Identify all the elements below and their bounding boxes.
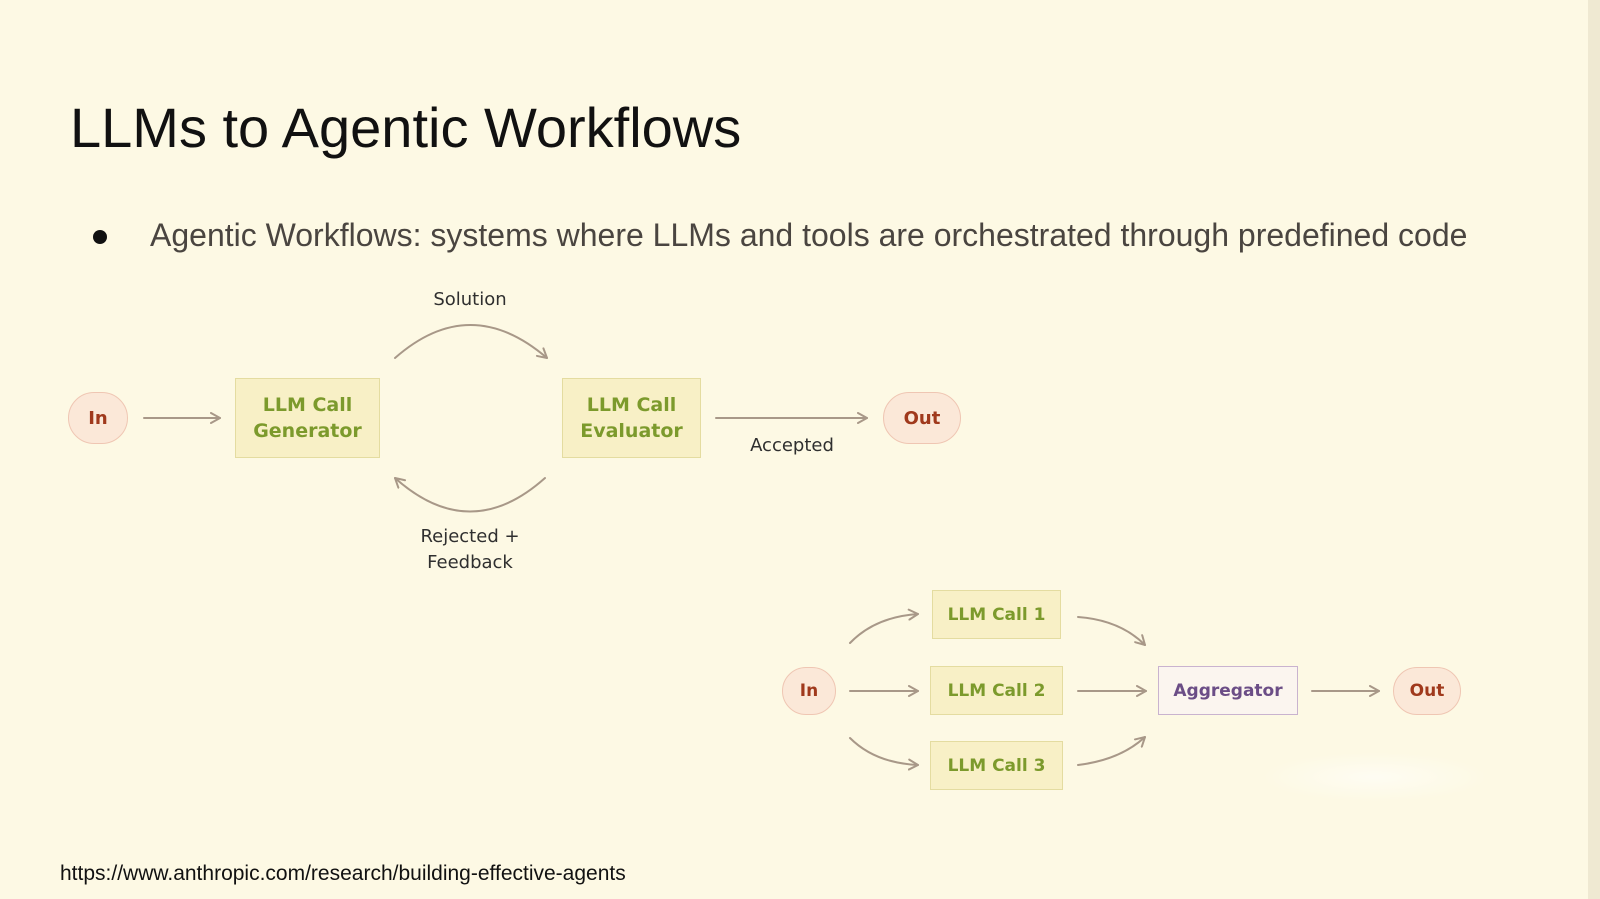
accepted-label: Accepted <box>750 435 834 456</box>
bullet-icon <box>93 230 107 244</box>
llm-call-3-label: LLM Call 3 <box>947 755 1046 776</box>
eo-in-label: In <box>88 407 108 429</box>
arrow-in-to-call3 <box>849 737 919 771</box>
rejected-line2: Feedback <box>427 552 513 573</box>
generator-line1: LLM Call <box>262 394 353 416</box>
right-edge-strip <box>1588 0 1600 899</box>
rejected-line1: Rejected + <box>420 526 520 547</box>
arrow-call3-to-agg <box>1077 736 1146 766</box>
rejected-feedback-label: Rejected + Feedback <box>395 524 545 576</box>
arrow-in-to-call1 <box>849 608 919 644</box>
source-link[interactable]: https://www.anthropic.com/research/build… <box>60 862 626 885</box>
eo-out-node: Out <box>883 392 961 444</box>
par-in-label: In <box>799 681 819 701</box>
evaluator-line1: LLM Call <box>586 394 677 416</box>
aggregator-label: Aggregator <box>1173 680 1283 701</box>
par-out-label: Out <box>1409 681 1445 701</box>
eo-in-node: In <box>68 392 128 444</box>
aggregator-node: Aggregator <box>1158 666 1298 715</box>
bullet-text: Agentic Workflows: systems where LLMs an… <box>150 217 1468 253</box>
watermark-glare <box>1260 752 1490 802</box>
eo-out-label: Out <box>903 407 941 429</box>
llm-call-3-node: LLM Call 3 <box>930 741 1063 790</box>
par-in-node: In <box>782 667 836 715</box>
generator-node: LLM Call Generator <box>235 378 380 458</box>
arrow-call1-to-agg <box>1077 616 1146 646</box>
llm-call-2-node: LLM Call 2 <box>930 666 1063 715</box>
llm-call-1-label: LLM Call 1 <box>947 604 1046 625</box>
arrow-rejected <box>394 477 546 513</box>
evaluator-line2: Evaluator <box>580 420 683 442</box>
arrow-solution <box>394 324 548 359</box>
par-out-node: Out <box>1393 667 1461 715</box>
generator-line2: Generator <box>253 420 362 442</box>
slide-title: LLMs to Agentic Workflows <box>70 96 742 159</box>
llm-call-2-label: LLM Call 2 <box>947 680 1046 701</box>
llm-call-1-node: LLM Call 1 <box>932 590 1061 639</box>
evaluator-node: LLM Call Evaluator <box>562 378 701 458</box>
solution-label: Solution <box>433 289 507 310</box>
